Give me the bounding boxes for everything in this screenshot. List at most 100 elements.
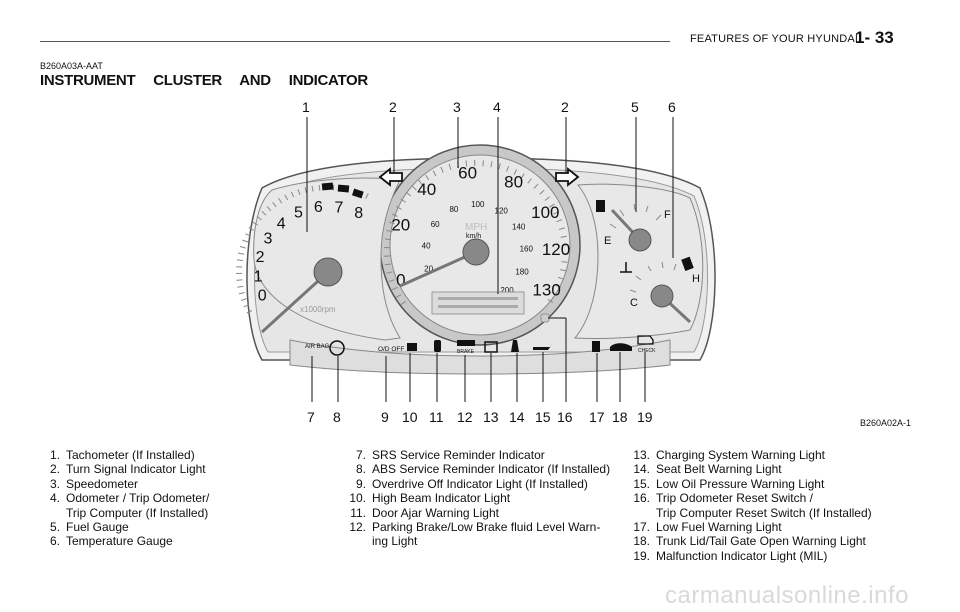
tachometer-tick xyxy=(266,206,272,212)
turn-signal-right-icon xyxy=(555,167,580,187)
fuel-pump-icon xyxy=(596,200,605,212)
speedometer-kmh-number: 80 xyxy=(449,205,458,214)
tachometer-tick xyxy=(272,201,277,208)
speedometer-tick xyxy=(560,269,567,272)
tachometer-tick xyxy=(240,298,247,301)
legend-column-1: 1.Tachometer (If Installed)2.Turn Signal… xyxy=(40,448,209,549)
tachometer-tick xyxy=(239,245,246,249)
fuel-gauge-hub xyxy=(628,228,652,252)
legend-item-number: 13. xyxy=(633,448,650,462)
speedometer-tick xyxy=(506,165,510,172)
speedometer-tick xyxy=(425,174,430,181)
speedometer-tick xyxy=(391,213,398,217)
legend-item-number: 14. xyxy=(633,462,650,477)
legend-item-text: Charging System Warning Light xyxy=(656,448,825,462)
legend-item-line: Trip Computer Reset Switch (If Installed… xyxy=(656,505,872,520)
tach-redzone-1 xyxy=(321,182,334,191)
watermark-text: carmanualsonline.info xyxy=(665,582,909,609)
abs-indicator-icon xyxy=(329,340,345,356)
callout-18: 18 xyxy=(612,409,628,425)
speedometer-tick xyxy=(388,221,395,225)
tachometer-tick xyxy=(246,309,253,314)
speedometer-tick xyxy=(386,229,393,233)
speedometer-tick xyxy=(520,173,525,180)
legend-item-text: Low Fuel Warning Light xyxy=(656,520,782,534)
callout-2-left: 2 xyxy=(389,99,397,115)
callout-1: 1 xyxy=(302,99,310,115)
header-rule xyxy=(40,41,670,42)
speedometer-tick xyxy=(561,244,568,246)
speedometer-mph-number: 80 xyxy=(504,172,523,191)
speedometer-mph-number: 120 xyxy=(542,240,570,259)
legend-item-text: ABS Service Reminder Indicator (If Insta… xyxy=(372,462,610,476)
legend-item: 3.Speedometer xyxy=(40,477,209,491)
legend-item-number: 11. xyxy=(350,505,366,520)
speedometer-tick xyxy=(549,203,555,208)
speedometer-tick xyxy=(558,227,565,230)
door-ajar-indicator-icon xyxy=(434,340,441,352)
tachometer-tick xyxy=(236,279,243,281)
legend-item: 18.Trunk Lid/Tail Gate Open Warning Ligh… xyxy=(620,534,872,548)
speedometer-tick xyxy=(391,286,398,291)
legend-item-number: 1. xyxy=(49,448,60,462)
legend-item-number: 3. xyxy=(49,476,60,491)
legend-item-text: Fuel Gauge xyxy=(66,520,129,534)
speedometer-kmh-unit: km/h xyxy=(466,233,481,240)
callout-10: 10 xyxy=(402,409,418,425)
legend-item: 5.Fuel Gauge xyxy=(40,520,209,534)
fuel-gauge-scale xyxy=(609,203,662,229)
legend-item: 10.High Beam Indicator Light xyxy=(322,491,610,505)
speedometer-tick xyxy=(527,178,532,184)
speedometer-tick xyxy=(513,169,518,176)
speedometer-tick xyxy=(558,276,565,280)
callout-14: 14 xyxy=(509,409,525,425)
temp-hot-zone xyxy=(681,256,694,272)
legend-item-text: Trip Odometer Reset Switch /Trip Compute… xyxy=(656,491,872,520)
high-beam-indicator-icon xyxy=(407,343,417,351)
tachometer-tick xyxy=(297,189,301,195)
tach-redzone-2 xyxy=(337,184,350,193)
legend-item-line: Charging System Warning Light xyxy=(656,448,825,462)
speedometer-mph-number: 20 xyxy=(391,216,410,235)
speedometer-tick xyxy=(533,183,539,189)
tachometer-tick xyxy=(252,221,258,226)
callout-12: 12 xyxy=(457,409,473,425)
callout-8: 8 xyxy=(333,409,341,425)
tachometer-tick xyxy=(236,259,243,262)
callout-5: 5 xyxy=(631,99,639,115)
check-engine-indicator-icon xyxy=(637,335,654,345)
legend-item-text: Seat Belt Warning Light xyxy=(656,462,782,476)
legend-item-text: Malfunction Indicator Light (MIL) xyxy=(656,549,827,563)
seat-belt-indicator-icon xyxy=(511,340,519,352)
speedometer-kmh-number: 140 xyxy=(512,223,526,232)
speedometer-tick xyxy=(411,185,417,191)
legend-item-line: Tachometer (If Installed) xyxy=(66,448,195,462)
legend-item-number: 8. xyxy=(355,462,366,477)
top-leader-lines xyxy=(306,117,674,294)
legend-item-line: High Beam Indicator Light xyxy=(372,491,511,506)
tachometer-number: 4 xyxy=(277,216,286,233)
legend-item-number: 9. xyxy=(355,476,366,491)
callout-9: 9 xyxy=(381,409,389,425)
legend-item-line: Low Fuel Warning Light xyxy=(656,520,782,535)
temp-hot-label: H xyxy=(692,273,700,285)
legend-item-text: Door Ajar Warning Light xyxy=(372,506,499,520)
temperature-gauge-scale xyxy=(629,261,677,293)
speedometer-tick xyxy=(498,163,501,170)
speedometer-tick xyxy=(384,263,391,266)
tachometer-number: 1 xyxy=(254,269,263,286)
tachometer-tick xyxy=(365,193,369,199)
page-title: INSTRUMENT CLUSTER AND INDICATOR xyxy=(40,72,368,89)
legend-item-number: 2. xyxy=(49,462,60,477)
legend-item-line: ABS Service Reminder Indicator (If Insta… xyxy=(372,462,611,477)
speedometer-tick xyxy=(395,294,402,298)
callout-3: 3 xyxy=(453,99,461,115)
tach-unit: x1000rpm xyxy=(300,305,336,314)
legend-item-line: Fuel Gauge xyxy=(66,520,129,535)
legend-item-line: Trunk Lid/Tail Gate Open Warning Light xyxy=(656,534,866,549)
callout-17: 17 xyxy=(589,409,605,425)
speedometer-mph-number: 60 xyxy=(458,163,477,182)
legend-item-text: Overdrive Off Indicator Light (If Instal… xyxy=(372,477,588,491)
